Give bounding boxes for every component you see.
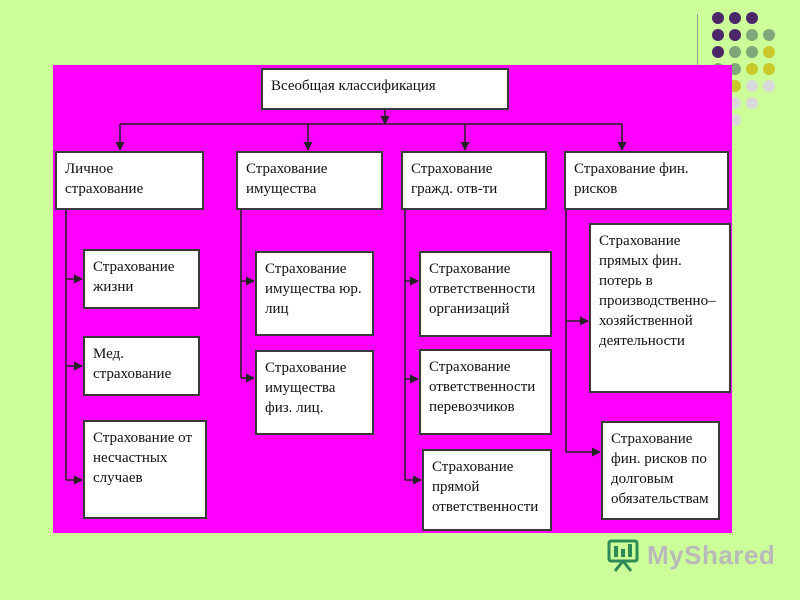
subtype-label: Страхование ответственности перевозчиков <box>429 359 536 415</box>
subtype-box: Страхование прямых фин. потерь в произво… <box>589 223 731 393</box>
category-label: Страхование гражд. отв-ти <box>411 161 498 197</box>
decorative-dot <box>712 29 724 41</box>
decorative-dot <box>729 80 741 92</box>
decorative-dot <box>729 12 741 24</box>
decorative-dot <box>763 46 775 58</box>
decorative-dot <box>746 97 758 109</box>
decorative-dot <box>729 63 741 75</box>
subtype-box: Страхование ответственности перевозчиков <box>419 349 552 435</box>
root-label: Всеобщая классификация <box>271 78 436 94</box>
subtype-label: Страхование жизни <box>93 259 175 295</box>
decorative-dot <box>729 97 741 109</box>
category-label: Личное страхование <box>65 161 144 197</box>
subtype-label: Страхование прямой ответственности <box>432 459 539 515</box>
decorative-dot <box>712 46 724 58</box>
presentation-board-icon <box>607 539 639 572</box>
subtype-box: Страхование ответственности организаций <box>419 251 552 337</box>
category-box-liability: Страхование гражд. отв-ти <box>401 151 547 210</box>
subtype-box: Страхование жизни <box>83 249 200 309</box>
subtype-label: Мед. страхование <box>93 346 172 382</box>
category-box-financial-risks: Страхование фин. рисков <box>564 151 729 210</box>
decorative-dot <box>729 29 741 41</box>
category-label: Страхование фин. рисков <box>574 161 689 197</box>
decorative-dot <box>763 29 775 41</box>
subtype-label: Страхование фин. рисков по долговым обяз… <box>611 431 709 507</box>
decorative-dot <box>729 114 741 126</box>
subtype-label: Страхование прямых фин. потерь в произво… <box>599 233 716 349</box>
watermark-logo: MyShared <box>605 536 775 576</box>
decorative-dot <box>746 29 758 41</box>
root-box: Всеобщая классификация <box>261 68 509 110</box>
decorative-dot <box>746 12 758 24</box>
subtype-box: Страхование прямой ответственности <box>422 449 552 531</box>
subtype-box: Страхование фин. рисков по долговым обяз… <box>601 421 720 520</box>
subtype-box: Страхование от несчастных случаев <box>83 420 207 519</box>
subtype-label: Страхование имущества физ. лиц. <box>265 360 347 416</box>
decorative-dot <box>729 46 741 58</box>
subtype-label: Страхование от несчастных случаев <box>93 430 192 486</box>
subtype-box: Страхование имущества юр. лиц <box>255 251 374 336</box>
subtype-label: Страхование имущества юр. лиц <box>265 261 362 317</box>
subtype-label: Страхование ответственности организаций <box>429 261 536 317</box>
decorative-dot <box>746 46 758 58</box>
subtype-box: Страхование имущества физ. лиц. <box>255 350 374 435</box>
decorative-dot <box>746 80 758 92</box>
decorative-dot <box>763 80 775 92</box>
subtype-box: Мед. страхование <box>83 336 200 396</box>
decorative-dot <box>763 63 775 75</box>
category-box-property: Страхование имущества <box>236 151 383 210</box>
decorative-dot <box>746 63 758 75</box>
category-box-personal: Личное страхование <box>55 151 204 210</box>
category-label: Страхование имущества <box>246 161 328 197</box>
decorative-dot <box>712 12 724 24</box>
watermark-text: MyShared <box>647 540 776 570</box>
